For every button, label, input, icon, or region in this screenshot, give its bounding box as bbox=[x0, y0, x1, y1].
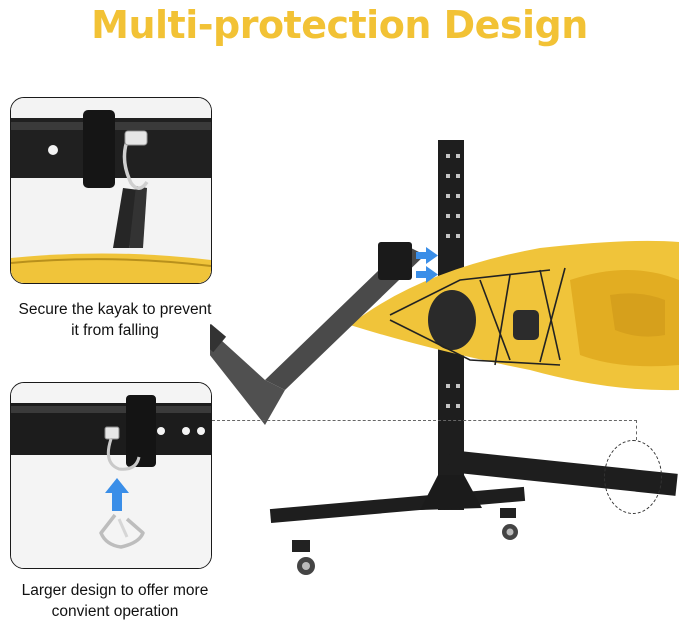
strap-detail-inset bbox=[10, 97, 212, 284]
feature-caption-line: it from falling bbox=[71, 322, 159, 339]
callout-leader-line bbox=[212, 420, 637, 421]
feature-caption-secure: Secure the kayak to prevent it from fall… bbox=[0, 299, 230, 341]
feature-caption-line: Larger design to offer more bbox=[21, 582, 209, 599]
kayak-rack-illustration bbox=[197, 130, 679, 590]
callout-highlight-circle bbox=[604, 440, 662, 514]
arrow-up-icon bbox=[105, 478, 129, 511]
feature-caption-line: Secure the kayak to prevent bbox=[18, 301, 212, 318]
pin-detail-inset bbox=[10, 382, 212, 569]
page-title: Multi-protection Design bbox=[91, 3, 588, 47]
arrow-right-icon bbox=[416, 247, 438, 283]
caster-wheel bbox=[292, 508, 518, 575]
feature-caption-operation: Larger design to offer more convient ope… bbox=[0, 580, 230, 622]
callout-leader-line-vertical bbox=[636, 420, 637, 440]
feature-caption-line: convient operation bbox=[51, 603, 179, 620]
